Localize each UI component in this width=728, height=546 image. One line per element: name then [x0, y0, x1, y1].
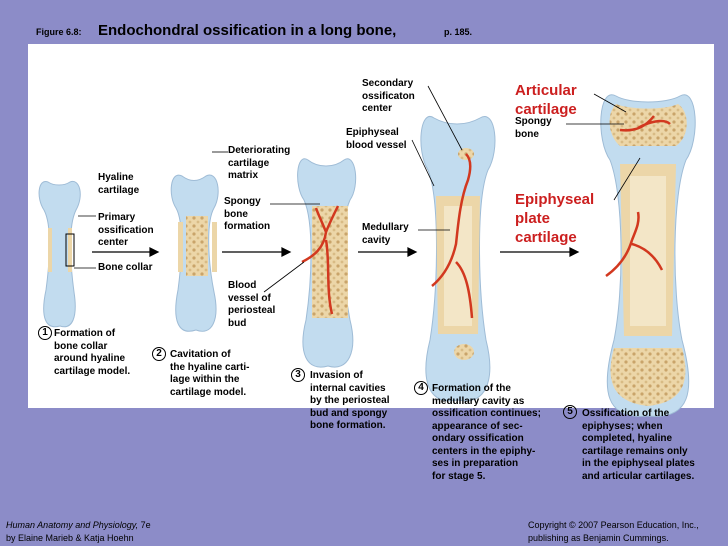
label-bone-collar: Bone collar — [98, 262, 153, 273]
bone-stage-2 — [170, 174, 219, 332]
progression-arrows — [92, 247, 580, 257]
footer-book-title: Human Anatomy and Physiology, — [6, 520, 139, 530]
footer-copyright-line-2: publishing as Benjamin Cummings. — [528, 533, 669, 543]
step-1-number: 1 — [38, 326, 52, 340]
footer-authors: by Elaine Marieb & Katja Hoehn — [6, 533, 134, 543]
page-reference: p. 185. — [444, 27, 473, 37]
step-4-number: 4 — [414, 381, 428, 395]
figure-label: Figure 6.8: — [36, 27, 82, 37]
step-5-number: 5 — [563, 405, 577, 419]
footer-edition: 7e — [138, 520, 151, 530]
step-3-number: 3 — [291, 368, 305, 382]
bone-stage-5 — [600, 94, 696, 417]
diagram-panel — [28, 44, 714, 408]
bone-stage-1 — [38, 180, 81, 328]
bone-stage-4 — [420, 115, 496, 402]
footer-book: Human Anatomy and Physiology, 7e — [6, 519, 151, 531]
figure-title: Endochondral ossification in a long bone… — [98, 22, 397, 39]
footer-copyright-line-1: Copyright © 2007 Pearson Education, Inc.… — [528, 520, 699, 530]
bone-stage-3 — [297, 158, 357, 368]
leader-lines — [74, 85, 641, 293]
step-2-number: 2 — [152, 347, 166, 361]
